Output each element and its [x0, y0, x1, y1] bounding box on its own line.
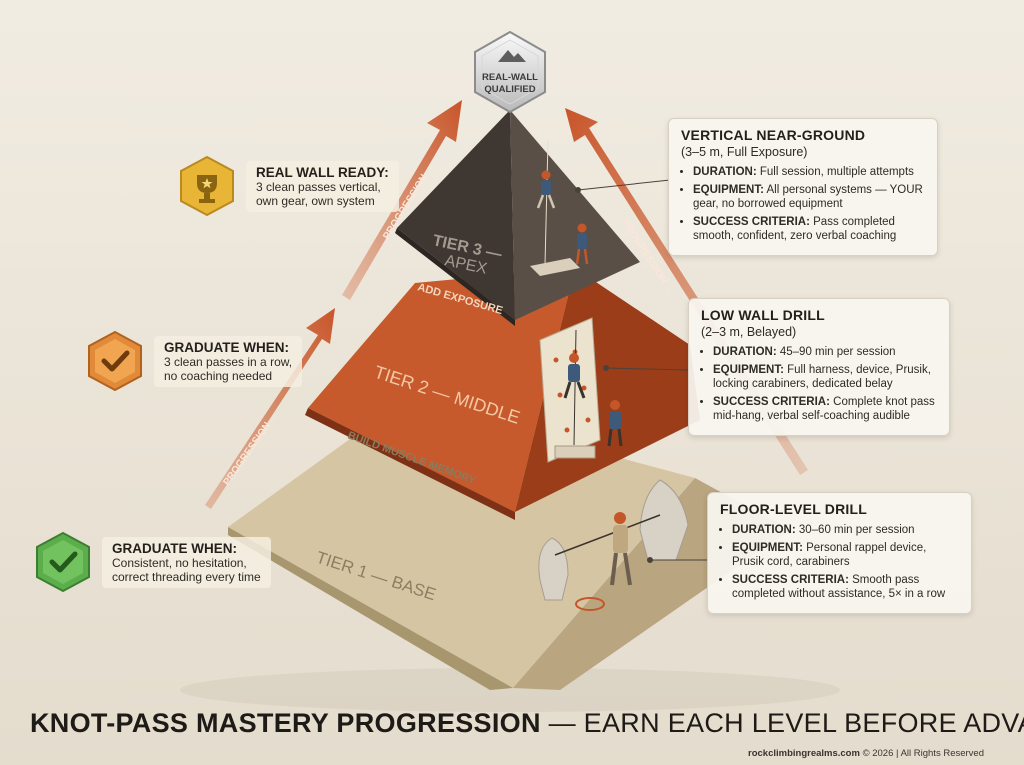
callout-connectors	[575, 179, 707, 563]
footer-credit: rockclimbingrealms.com © 2026 | All Righ…	[748, 748, 984, 759]
checkmark-green-icon	[36, 531, 90, 593]
lowwall-card-title: LOW WALL DRILL	[701, 307, 825, 323]
list-item: SUCCESS CRITERIA: Smooth pass completed …	[732, 573, 959, 601]
lowwall-card-subtitle: (2–3 m, Belayed)	[701, 325, 797, 339]
floor-card-list: DURATION: 30–60 min per session EQUIPMEN…	[720, 523, 959, 601]
vertical-card-list: DURATION: Full session, multiple attempt…	[681, 165, 925, 243]
graduate-tier2-line2: no coaching needed	[164, 368, 273, 383]
footer-domain: rockclimbingrealms.com	[748, 748, 860, 759]
graduate-tier1-title: GRADUATE WHEN:	[112, 540, 237, 556]
graduate-tier1-text: GRADUATE WHEN: Consistent, no hesitation…	[102, 536, 271, 588]
tier-3-bottom-edge	[395, 228, 515, 326]
ground-shadow	[180, 668, 840, 712]
climber-figure-tier2	[563, 353, 586, 399]
footer-rights: © 2026 | All Rights Reserved	[859, 748, 984, 759]
mountain-icon	[498, 50, 526, 62]
list-item: SUCCESS CRITERIA: Complete knot pass mid…	[713, 395, 937, 423]
floor-card-title: FLOOR-LEVEL DRILL	[720, 501, 868, 517]
tier-3-left-face	[397, 110, 515, 320]
list-item: DURATION: 45–90 min per session	[713, 345, 937, 359]
real-wall-ready-line1: 3 clean passes vertical,	[256, 179, 381, 194]
vertical-card-title: VERTICAL NEAR-GROUND	[681, 127, 866, 143]
title-rest: — EARN EACH LEVEL BEFORE ADVANCING	[548, 708, 1024, 738]
progression-arrow-upper-left	[342, 100, 462, 300]
vertical-near-ground-card: VERTICAL NEAR-GROUND (3–5 m, Full Exposu…	[668, 118, 938, 256]
graduate-tier1-badge: GRADUATE WHEN: Consistent, no hesitation…	[34, 531, 271, 593]
low-wall-drill-card: LOW WALL DRILL (2–3 m, Belayed) DURATION…	[688, 298, 950, 436]
climber-figure-tier3	[536, 139, 556, 266]
tier-2-left-face	[308, 268, 575, 512]
list-item: DURATION: 30–60 min per session	[732, 523, 959, 537]
real-wall-ready-text: REAL WALL READY: 3 clean passes vertical…	[246, 160, 399, 212]
left-progression-arrows	[205, 100, 462, 509]
checkmark-orange-icon	[88, 330, 142, 392]
real-wall-ready-line2: own gear, own system	[256, 193, 375, 208]
vertical-card-subtitle: (3–5 m, Full Exposure)	[681, 145, 808, 159]
graduate-tier1-line2: correct threading every time	[112, 569, 261, 584]
climbing-wall-panel	[539, 317, 601, 463]
list-item: SUCCESS CRITERIA: Pass completed smooth,…	[693, 215, 925, 243]
list-item: EQUIPMENT: Full harness, device, Prusik,…	[713, 363, 937, 391]
list-item: EQUIPMENT: Personal rappel device, Prusi…	[732, 541, 959, 569]
floor-drill-scene	[538, 479, 689, 611]
graduate-tier1-line1: Consistent, no hesitation,	[112, 555, 247, 570]
belayer-figure-tier2	[607, 400, 623, 447]
graduate-tier2-badge: GRADUATE WHEN: 3 clean passes in a row, …	[86, 330, 303, 392]
tier-2-bottom-edge	[305, 408, 515, 520]
graduate-tier2-text: GRADUATE WHEN: 3 clean passes in a row, …	[154, 335, 303, 387]
graduate-tier2-line1: 3 clean passes in a row,	[164, 354, 293, 369]
title-bold: KNOT-PASS MASTERY PROGRESSION	[30, 708, 541, 738]
tier-1-edge	[228, 527, 513, 690]
belayer-figure-tier3	[530, 223, 589, 276]
seal-line1: REAL-WALL	[482, 72, 538, 83]
lowwall-card-list: DURATION: 45–90 min per session EQUIPMEN…	[701, 345, 937, 423]
trophy-icon	[180, 155, 234, 217]
seal-line2: QUALIFIED	[484, 84, 535, 95]
floor-level-drill-card: FLOOR-LEVEL DRILL DURATION: 30–60 min pe…	[707, 492, 972, 614]
real-wall-ready-badge: REAL WALL READY: 3 clean passes vertical…	[178, 155, 399, 217]
real-wall-ready-title: REAL WALL READY:	[256, 164, 389, 180]
page-title: KNOT-PASS MASTERY PROGRESSION — EARN EAC…	[30, 708, 1024, 739]
progression-arrow-lower-left	[205, 308, 335, 509]
list-item: DURATION: Full session, multiple attempt…	[693, 165, 925, 179]
real-wall-qualified-seal: REAL-WALL QUALIFIED	[474, 30, 546, 114]
list-item: EQUIPMENT: All personal systems — YOUR g…	[693, 183, 925, 211]
graduate-tier2-title: GRADUATE WHEN:	[164, 339, 289, 355]
